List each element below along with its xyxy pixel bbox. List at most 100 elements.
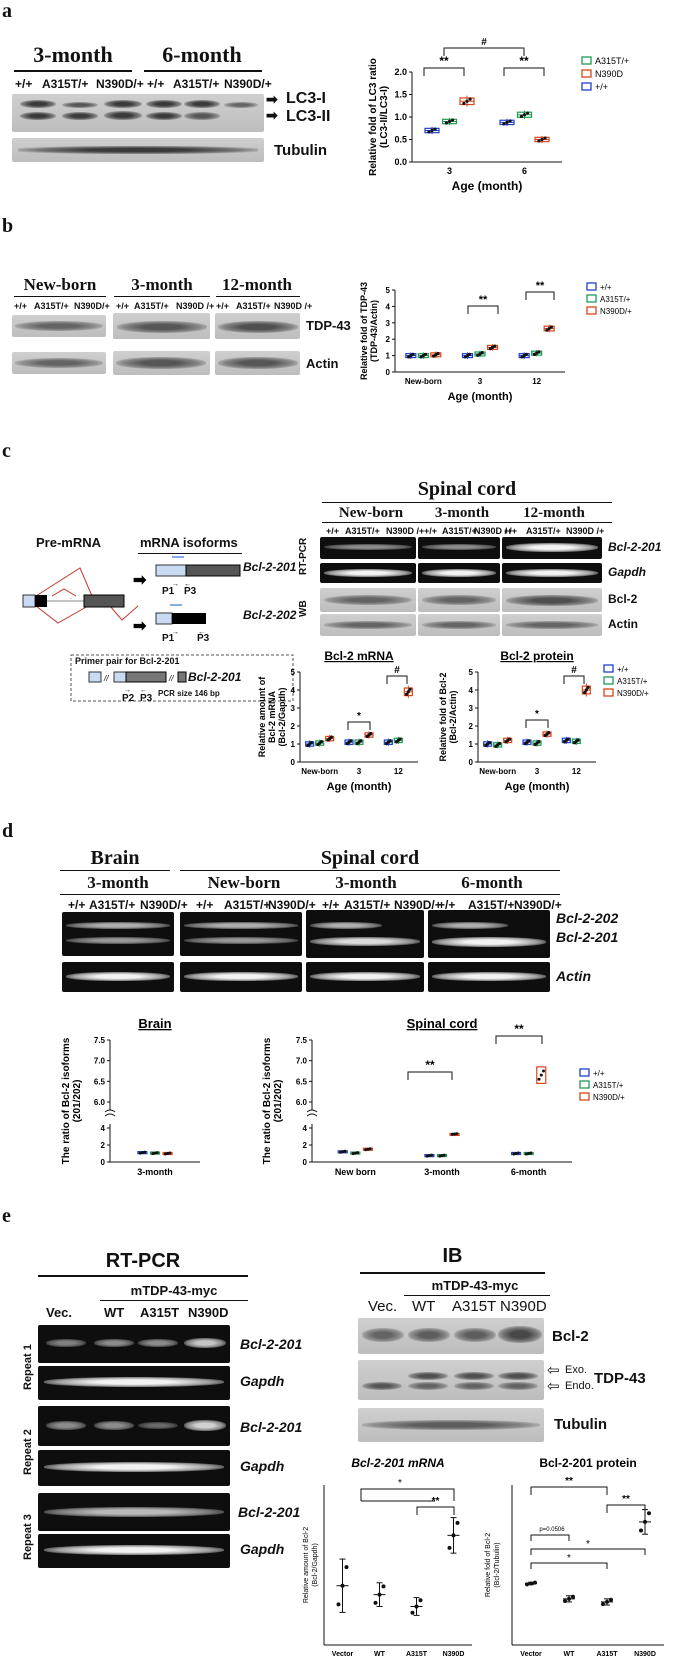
- lane-label: +/+: [322, 898, 340, 912]
- blot-tdp43-3m: [113, 313, 210, 339]
- blot-actin-12m: [215, 351, 300, 375]
- y-tick-label: 0: [469, 758, 474, 767]
- y-tick-label: 0: [386, 368, 391, 377]
- isoform-202-label: Bcl-2-202: [243, 608, 297, 622]
- blot-actin-3m: [418, 614, 500, 636]
- significance-bracket: [423, 67, 465, 76]
- y-axis-label: Relative fold of LC3 ratio(LC3-II/LC3-I): [368, 58, 390, 176]
- blot-bcl2-nb: [320, 588, 416, 612]
- y-tick-label: 2: [303, 1141, 308, 1150]
- significance-mark: #: [394, 665, 400, 676]
- x-tick-label: 3: [447, 166, 452, 176]
- y-tick-label: 4: [469, 686, 474, 695]
- x-tick-label: 3-month: [424, 1167, 460, 1177]
- data-point: [329, 735, 334, 739]
- mrna-isoforms-label: mRNA isoforms: [140, 535, 238, 550]
- gel-nb-isoforms: [180, 912, 302, 956]
- significance-mark: **: [622, 1494, 630, 1505]
- data-point: [605, 1599, 609, 1604]
- gel-r3-bcl2: [38, 1493, 230, 1531]
- band-label-bcl2-202: Bcl-2-202: [556, 910, 619, 926]
- significance-bracket: [495, 1035, 543, 1044]
- lane-label: +/+: [68, 898, 86, 912]
- y-tick-label: 6.0: [94, 1098, 106, 1107]
- chart-title: Bcl-2 mRNA: [324, 649, 394, 663]
- significance-bracket: [503, 67, 545, 76]
- spinal-cord-title: Spinal cord: [320, 847, 420, 869]
- gel-3m-actin: [306, 962, 424, 992]
- significance-mark: **: [439, 54, 449, 68]
- group-3-month: 3-month: [335, 873, 397, 892]
- svg-text://: //: [103, 674, 109, 683]
- y-tick-label: 6.5: [296, 1077, 308, 1086]
- panel-c-letter: c: [2, 440, 11, 462]
- data-point: [527, 1152, 531, 1155]
- gel-bcl2-3m: [418, 537, 500, 559]
- exo-label: Exo.: [565, 1364, 588, 1376]
- panel-a-letter: a: [2, 0, 12, 22]
- y-tick-label: 7.0: [94, 1057, 106, 1066]
- legend-swatch: [586, 294, 597, 303]
- band-label-gapdh: Gapdh: [240, 1458, 285, 1474]
- lane-label: N390D/+: [224, 77, 272, 91]
- y-axis-label: The ratio of Bcl-2 isoforms(201/202): [262, 1037, 284, 1164]
- data-point: [444, 121, 449, 125]
- data-point: [440, 1154, 444, 1158]
- legend-label: N390D/+: [617, 689, 649, 698]
- band-label-actin: Actin: [608, 617, 638, 631]
- y-axis-label: Relative fold of Bcl-2(Bcl-2/Actin): [438, 672, 458, 761]
- legend-swatch: [579, 1092, 590, 1101]
- group-6-month: 6-month: [162, 42, 242, 67]
- lane-label: A315T/+: [442, 526, 477, 536]
- x-tick-label: New-born: [405, 377, 442, 386]
- legend-label: +/+: [617, 665, 629, 674]
- data-point: [537, 139, 541, 143]
- data-point: [427, 1154, 431, 1158]
- data-point: [430, 128, 434, 133]
- gel-6m-actin: [428, 962, 550, 992]
- lane-label: A315T/+: [34, 301, 69, 311]
- primer-p3: P3: [140, 693, 153, 704]
- lane-label: N390D/+: [140, 898, 188, 912]
- band-label-bcl2: Bcl-2: [552, 1328, 589, 1345]
- chart-title: Spinal cord: [407, 1016, 478, 1031]
- significance-mark: *: [535, 709, 539, 720]
- lane-vec: Vec.: [368, 1298, 398, 1315]
- axis-break: [306, 1109, 318, 1117]
- y-tick-label: 4: [101, 1124, 106, 1133]
- data-point: [163, 1152, 167, 1156]
- y-tick-label: 4: [386, 302, 391, 311]
- data-point: [468, 97, 472, 101]
- y-tick-label: 4: [291, 686, 296, 695]
- data-point: [487, 740, 492, 745]
- y-tick-label: 1.5: [394, 90, 407, 100]
- data-point: [566, 737, 570, 741]
- lane-label: N390D /+: [176, 301, 215, 311]
- gene-structure-diagram: - ➡ ➡ →← →← // // →←: [22, 556, 294, 702]
- y-tick-label: 6.0: [296, 1098, 308, 1107]
- y-tick-label: 0: [303, 1158, 308, 1167]
- gel-bcl2-nb: [320, 537, 416, 559]
- rtpcr-title: RT-PCR: [105, 1250, 181, 1272]
- legend-swatch: [603, 676, 614, 685]
- data-point: [338, 1150, 342, 1154]
- x-tick-label: Vector: [332, 1651, 354, 1658]
- construct-label: mTDP-43-myc: [130, 1283, 218, 1298]
- band-label-bcl2-201: Bcl-2-201: [240, 1336, 303, 1352]
- band-label-lc3-ii: LC3-II: [286, 108, 331, 125]
- significance-mark: #: [571, 665, 577, 676]
- svg-text:→: →: [172, 581, 179, 588]
- data-point: [140, 1151, 144, 1155]
- y-tick-label: 5: [469, 668, 474, 677]
- lane-label: A315T/+: [173, 77, 220, 91]
- lane-label: N390D /+: [474, 526, 513, 536]
- group-12-month: 12-month: [523, 505, 585, 521]
- svg-text:-: -: [70, 596, 72, 602]
- data-point: [351, 1152, 355, 1156]
- lane-label: N390D/+: [74, 301, 110, 311]
- primer-p1: P1: [162, 633, 175, 644]
- lane-label: N390D/+: [96, 77, 144, 91]
- data-point: [539, 1073, 543, 1077]
- lane-label: N390D/+: [514, 898, 562, 912]
